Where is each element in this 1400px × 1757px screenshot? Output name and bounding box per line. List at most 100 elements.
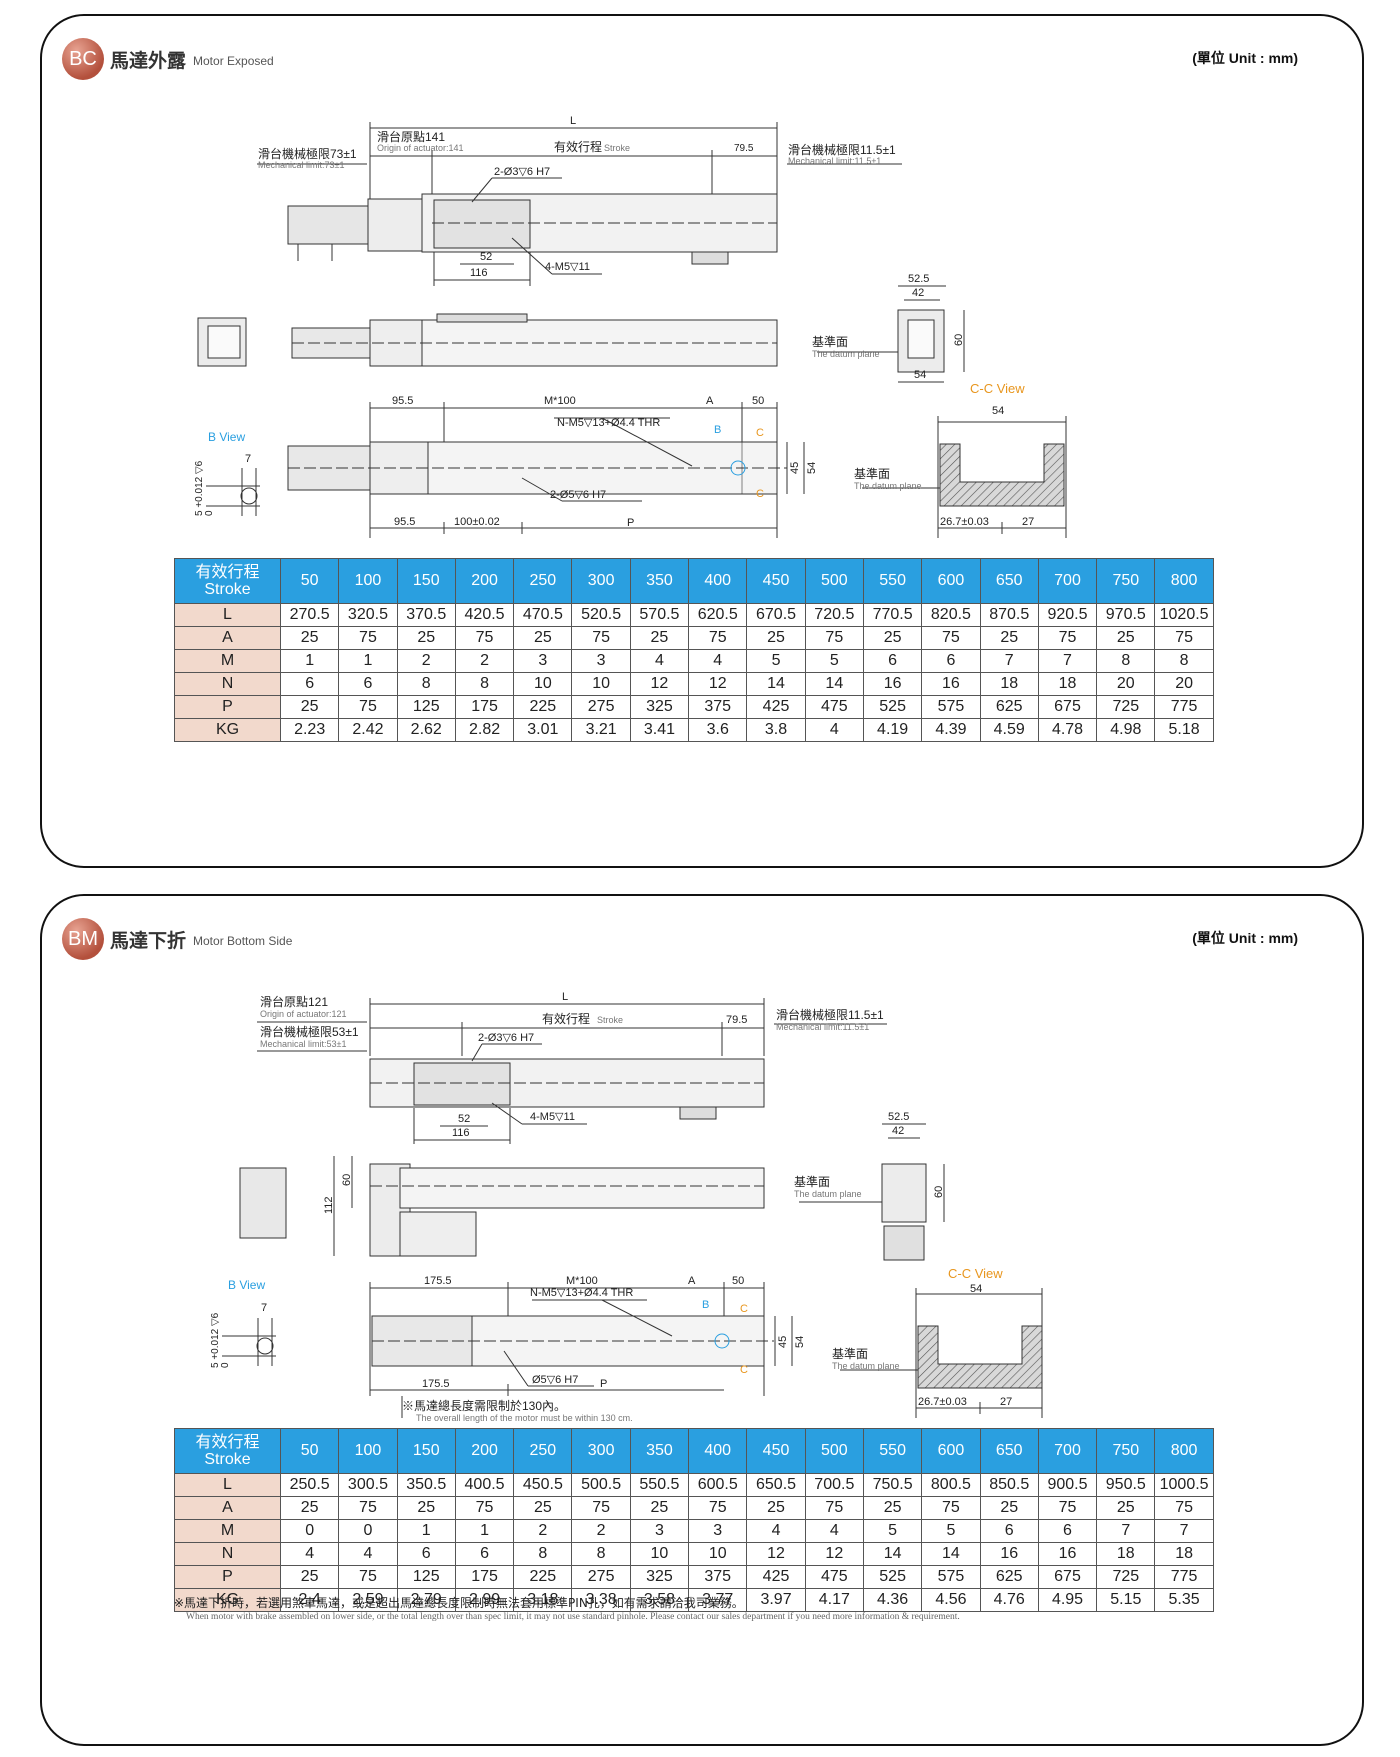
dim-50: 50 <box>732 1275 744 1287</box>
stroke-header-cell: 400 <box>688 558 748 604</box>
dim-A: A <box>706 395 714 407</box>
dim-42: 42 <box>912 287 924 299</box>
table-cell: 4.56 <box>921 1588 981 1612</box>
mech-left-zh: 滑台機械極限73±1 <box>258 146 357 161</box>
table-cell: 3.8 <box>746 718 806 742</box>
header-stroke-en: Stroke <box>204 581 251 598</box>
dim-95-5-top: 95.5 <box>392 395 413 407</box>
table-cell: 8 <box>454 672 515 696</box>
table-cell: 575 <box>921 695 981 719</box>
table-cell: 650.5 <box>746 1473 806 1497</box>
b-view-title: B View <box>228 1278 265 1292</box>
table-cell: 7 <box>1154 1519 1214 1543</box>
table-cell: 325 <box>629 695 690 719</box>
dim-M100: M*100 <box>544 395 576 407</box>
label-B: B <box>714 424 721 436</box>
dim-P: P <box>627 517 634 529</box>
nm5-holes: N-M5▽13+Ø4.4 THR <box>557 417 660 429</box>
table-cell: 75 <box>454 626 515 650</box>
table-cell: 870.5 <box>979 603 1039 627</box>
table-cell: 570.5 <box>629 603 690 627</box>
table-cell: 350.5 <box>396 1473 456 1497</box>
row-key-cell: KG <box>174 718 281 742</box>
table-cell: 4 <box>804 718 864 742</box>
tolerance: 5 +0.012 ▽6 <box>210 1312 221 1368</box>
table-cell: 5.18 <box>1154 718 1214 742</box>
table-cell: 275 <box>571 695 631 719</box>
table-cell: 75 <box>338 1496 398 1520</box>
table-cell: 3.01 <box>513 718 573 742</box>
table-cell: 550.5 <box>629 1473 690 1497</box>
table-cell: 2.62 <box>396 718 456 742</box>
table-cell: 8 <box>571 1542 631 1566</box>
table-cell: 75 <box>1154 626 1214 650</box>
table-cell: 0 <box>338 1519 398 1543</box>
table-cell: 6 <box>979 1519 1039 1543</box>
table-cell: 800.5 <box>921 1473 981 1497</box>
table-cell: 0 <box>279 1519 340 1543</box>
table-cell: 25 <box>396 626 456 650</box>
table-cell: 820.5 <box>921 603 981 627</box>
table-cell: 2.79 <box>396 1588 456 1612</box>
table-cell: 4 <box>629 649 690 673</box>
dim-50: 50 <box>752 395 764 407</box>
cc-dim-27: 27 <box>1000 1396 1012 1408</box>
table-cell: 75 <box>338 626 398 650</box>
table-cell: 325 <box>629 1565 690 1589</box>
table-cell: 75 <box>921 1496 981 1520</box>
stroke-header-cell: 50 <box>279 1428 340 1474</box>
stroke-header-cell: 750 <box>1096 1428 1156 1474</box>
table-cell: 770.5 <box>862 603 923 627</box>
table-cell: 420.5 <box>454 603 515 627</box>
table-cell: 625 <box>979 695 1039 719</box>
table-cell: 6 <box>862 649 923 673</box>
table-cell: 3 <box>629 1519 690 1543</box>
label-B: B <box>702 1299 709 1311</box>
table-cell: 250.5 <box>279 1473 340 1497</box>
dim-175-5-bottom: 175.5 <box>422 1378 450 1390</box>
m5-holes: 4-M5▽11 <box>530 1111 575 1123</box>
table-cell: 375 <box>688 695 748 719</box>
table-cell: 370.5 <box>396 603 456 627</box>
section-header: BC 馬達外露 Motor Exposed <box>62 38 274 80</box>
table-cell: 475 <box>804 1565 864 1589</box>
datum-en: The datum plane <box>794 1189 862 1199</box>
cc-view-title: C-C View <box>948 1266 1003 1281</box>
table-cell: 8 <box>1096 649 1156 673</box>
row-key-cell: P <box>174 695 281 719</box>
table-cell: 3.58 <box>629 1588 690 1612</box>
table-cell: 25 <box>279 695 340 719</box>
stroke-header-cell: 150 <box>396 1428 456 1474</box>
datum-zh: 基準面 <box>794 1174 830 1189</box>
table-cell: 275 <box>571 1565 631 1589</box>
table-cell: 5.35 <box>1154 1588 1214 1612</box>
stroke-en: Stroke <box>597 1015 623 1025</box>
table-cell: 2.4 <box>279 1588 340 1612</box>
table-cell: 7 <box>1037 649 1098 673</box>
dim-7: 7 <box>245 453 251 465</box>
footnote-en: When motor with brake assembled on lower… <box>186 1612 960 1622</box>
table-cell: 470.5 <box>513 603 573 627</box>
table-cell: 2 <box>396 649 456 673</box>
dim-175-5-top: 175.5 <box>424 1275 452 1287</box>
table-cell: 7 <box>1096 1519 1156 1543</box>
section-title-en: Motor Bottom Side <box>193 934 293 948</box>
table-cell: 25 <box>279 626 340 650</box>
table-cell: 10 <box>571 672 631 696</box>
tolerance-zero: 0 <box>220 1362 231 1368</box>
section-motor-bottom-side: BM 馬達下折 Motor Bottom Side (單位 Unit : mm) <box>40 894 1364 1746</box>
table-cell: 520.5 <box>571 603 631 627</box>
stroke-header-cell: 200 <box>454 1428 515 1474</box>
table-cell: 4.78 <box>1037 718 1098 742</box>
table-cell: 3.97 <box>746 1588 806 1612</box>
label-C-bottom: C <box>756 488 764 500</box>
stroke-header-cell: 650 <box>979 558 1039 604</box>
table-cell: 4.19 <box>862 718 923 742</box>
table-cell: 775 <box>1154 695 1214 719</box>
